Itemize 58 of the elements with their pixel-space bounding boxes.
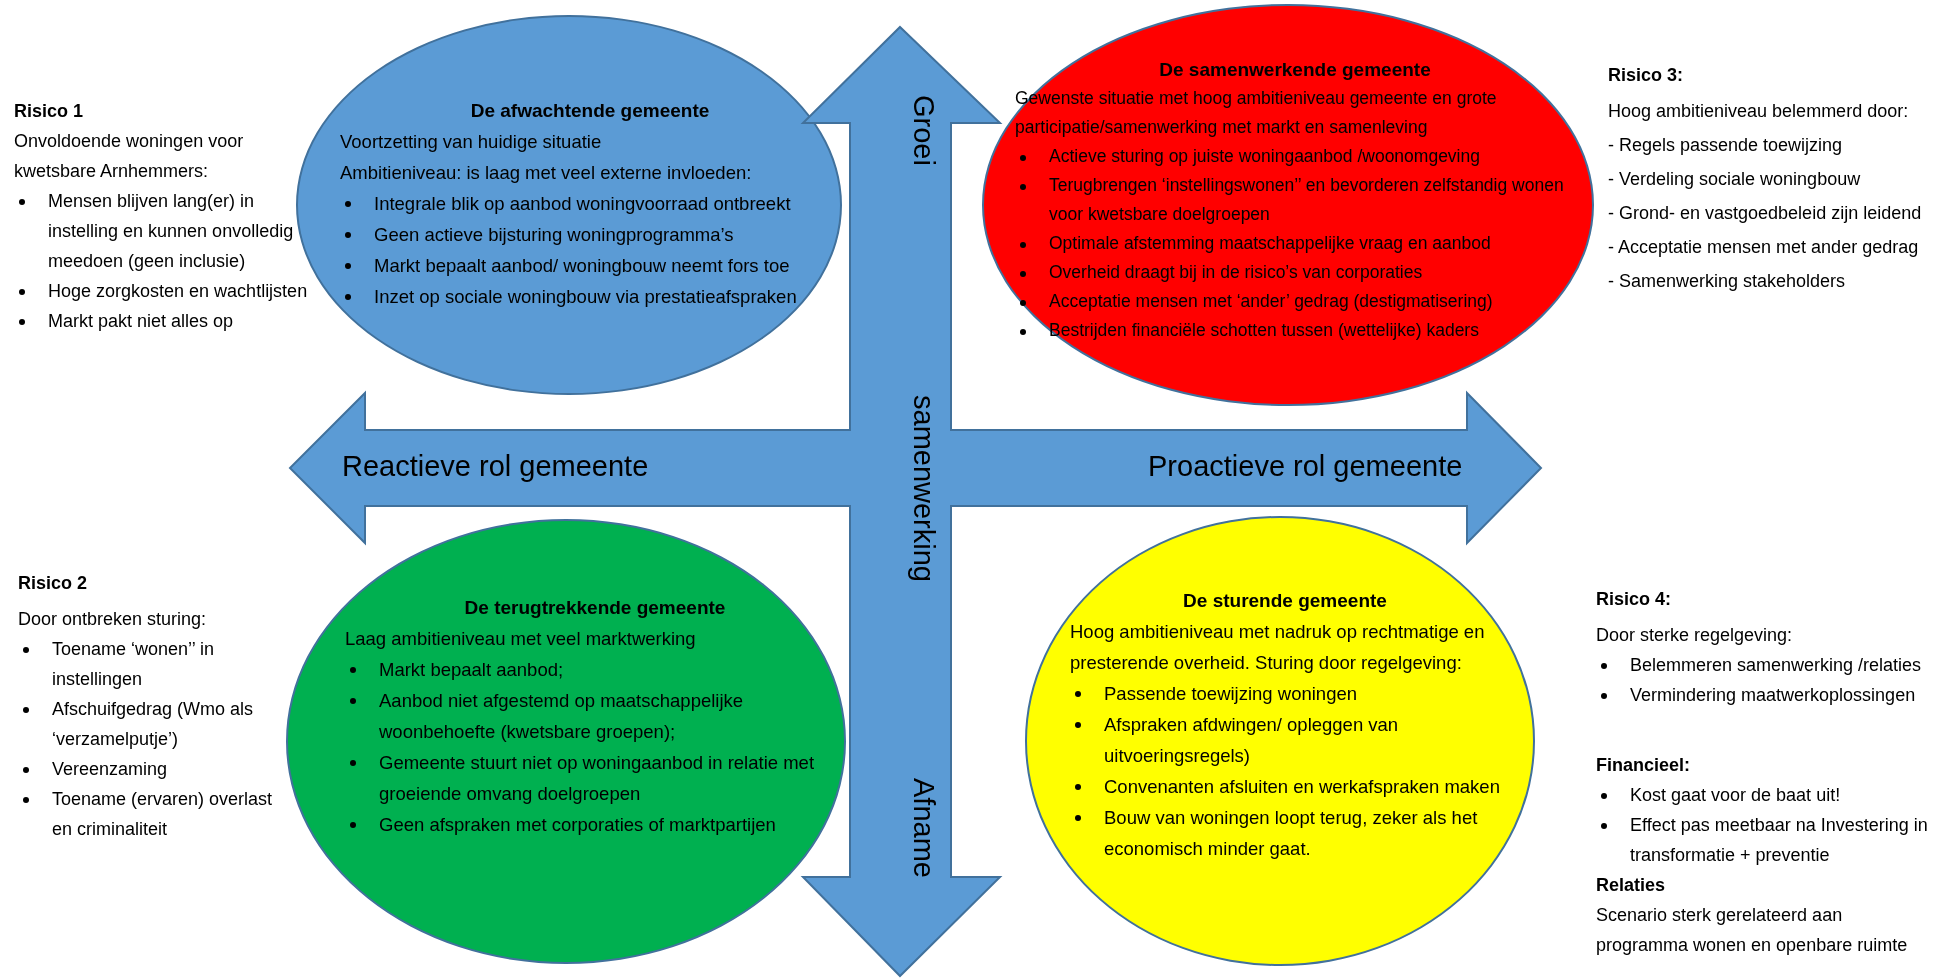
scenario-title: De samenwerkende gemeente (1158, 58, 1432, 82)
bullet-item: Markt pakt niet alles op (14, 306, 314, 336)
heading-text: Risico 2 (18, 572, 89, 595)
description-text: Ambitieniveau: is laag met veel externe invloeden: (340, 161, 753, 185)
bullet-item: Bouw van woningen loopt terug, zeker als het economisch minder gaat. (1070, 802, 1500, 864)
bullet-item: Hoge zorgkosten en wachtlijsten (14, 276, 314, 306)
heading-text: Risico 4: (1596, 588, 1673, 611)
bullet-item: Mensen blijven lang(er) in instelling en kunnen onvolledig meedoen (geen inclusie) (14, 186, 314, 276)
bullet-item: Acceptatie mensen met ‘ander’ gedrag (destigmatisering) (1015, 287, 1575, 316)
bullet-item: Afschuifgedrag (Wmo als ‘verzamelputje’) (18, 694, 288, 754)
scenario-title: De terugtrekkende gemeente (463, 596, 727, 620)
bullet-item: Toename (ervaren) overlast en criminaliteit (18, 784, 288, 844)
bullet-item: Belemmeren samenwerking /relaties (1596, 650, 1936, 680)
bullet-item: Aanbod niet afgestemd op maatschappelijke woonbehoefte (kwetsbare groepen); (345, 685, 845, 747)
bullet-item: Convenanten afsluiten en werkafspraken maken (1070, 771, 1500, 802)
axis-label: Groei (907, 95, 940, 166)
axis-label: Afname (907, 778, 940, 878)
bullet-item: Actieve sturing op juiste woningaanbod /woonomgeving (1015, 142, 1575, 171)
bullet-item: Geen afspraken met corporaties of marktpartijen (345, 809, 845, 840)
body-text: Scenario sterk gerelateerd aan programma wonen en openbare ruimte (1596, 904, 1909, 957)
heading-text: Financieel: (1596, 754, 1692, 777)
heading-text: Risico 1 (14, 100, 85, 123)
bullet-item: Kost gaat voor de baat uit! (1596, 780, 1936, 810)
body-text: Hoog ambitieniveau belemmerd door: (1608, 100, 1910, 123)
body-text: - Grond- en vastgoedbeleid zijn leidend (1608, 202, 1923, 225)
body-text: Door ontbreken sturing: (18, 608, 208, 631)
bullet-item: Optimale afstemming maatschappelijke vraag en aanbod (1015, 229, 1575, 258)
scenario-title: De sturende gemeente (1182, 589, 1388, 613)
bullet-item: Inzet op sociale woningbouw via prestatieafspraken (340, 281, 840, 312)
body-text: - Regels passende toewijzing (1608, 134, 1844, 157)
bullet-item: Markt bepaalt aanbod; (345, 654, 845, 685)
bullet-item: Markt bepaalt aanbod/ woningbouw neemt fors toe (340, 250, 840, 281)
bullet-item: Vereenzaming (18, 754, 288, 784)
heading-text: Risico 3: (1608, 64, 1685, 87)
bullet-item: Vermindering maatwerkoplossingen (1596, 680, 1936, 710)
bullet-item: Toename ‘wonen’’ in instellingen (18, 634, 288, 694)
description-text: Voortzetting van huidige situatie (340, 130, 603, 154)
bullet-item: Geen actieve bijsturing woningprogramma’s (340, 219, 840, 250)
description-text: Hoog ambitieniveau met nadruk op rechtmatige en presterende overheid. Sturing door regelgeving: (1070, 620, 1486, 675)
body-text: Door sterke regelgeving: (1596, 624, 1794, 647)
body-text: - Samenwerking stakeholders (1608, 270, 1847, 293)
bullet-item: Integrale blik op aanbod woningvoorraad ontbreekt (340, 188, 840, 219)
bullet-item: Bestrijden financiële schotten tussen (wettelijke) kaders (1015, 316, 1575, 345)
heading-text: Relaties (1596, 874, 1667, 897)
description-text: Laag ambitieniveau met veel marktwerking (345, 627, 697, 651)
bullet-item: Gemeente stuurt niet op woningaanbod in relatie met groeiende omvang doelgroepen (345, 747, 845, 809)
body-text: - Verdeling sociale woningbouw (1608, 168, 1862, 191)
body-text: - Acceptatie mensen met ander gedrag (1608, 236, 1920, 259)
axis-label: Proactieve rol gemeente (1148, 450, 1463, 483)
axis-label: samenwerking (907, 395, 940, 582)
bullet-item: Effect pas meetbaar na Investering in transformatie + preventie (1596, 810, 1936, 870)
scenario-title: De afwachtende gemeente (469, 99, 711, 123)
bullet-item: Afspraken afdwingen/ opleggen van uitvoeringsregels) (1070, 709, 1500, 771)
bullet-item: Overheid draagt bij in de risico’s van corporaties (1015, 258, 1575, 287)
body-text: Onvoldoende woningen voor kwetsbare Arnhemmers: (14, 130, 245, 183)
axis-label: Reactieve rol gemeente (342, 450, 649, 483)
bullet-item: Passende toewijzing woningen (1070, 678, 1500, 709)
bullet-item: Terugbrengen ‘instellingswonen’’ en bevorderen zelfstandig wonen voor kwetsbare doelgroepen (1015, 171, 1575, 229)
